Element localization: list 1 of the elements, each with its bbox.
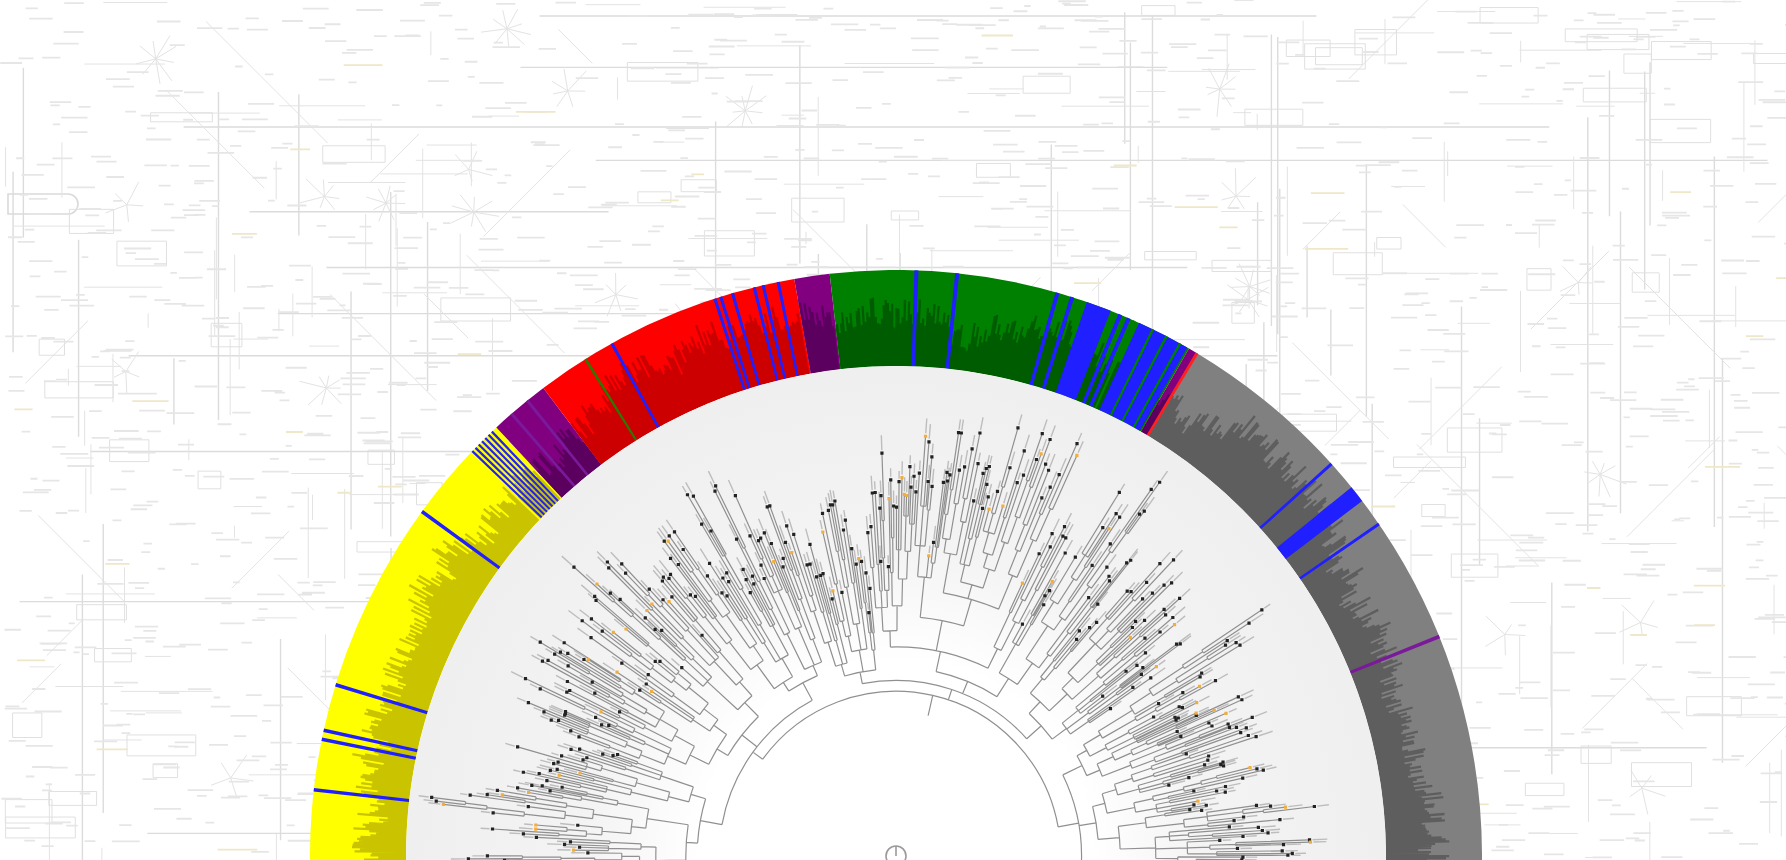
circular-phylogenetic-tree [310, 270, 1482, 860]
